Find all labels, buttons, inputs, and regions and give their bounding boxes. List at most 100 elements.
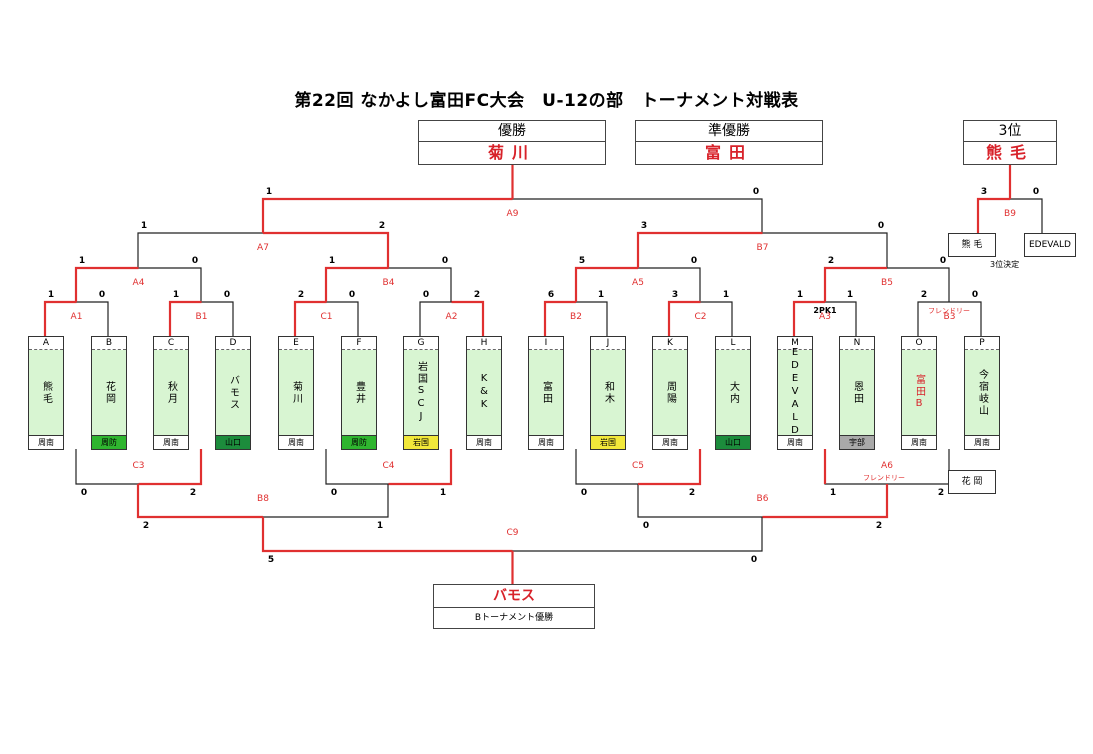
score-right: 1 (847, 290, 853, 300)
team-region: 宇部 (840, 435, 874, 449)
score-left: 1 (797, 290, 803, 300)
team-name-text: 花岡 (103, 380, 115, 405)
team-name: 恩田 (840, 350, 874, 435)
winner-path (976, 197, 1010, 233)
match-label: B4 (383, 278, 395, 288)
score-right: 2 (876, 521, 882, 531)
winner-path (762, 484, 889, 519)
score-right: 0 (349, 290, 355, 300)
runner-up-team: 富田 (704, 143, 753, 162)
team-letter: A (29, 337, 63, 350)
score-right: 0 (753, 187, 759, 197)
score-left: 1 (329, 256, 335, 266)
winner-path (574, 266, 638, 302)
match-label: A7 (257, 243, 269, 253)
score-left: 1 (48, 290, 54, 300)
team-region: 岩国 (404, 435, 438, 449)
score-left: 2 (828, 256, 834, 266)
team-name-text: 周陽 (664, 380, 676, 405)
team-name-text: EDEVALD (789, 347, 801, 438)
score-right: 2 (689, 488, 695, 498)
score-left: 2 (298, 290, 304, 300)
score-right: 1 (377, 521, 383, 531)
team-name-text: 恩田 (851, 380, 863, 405)
team-region: 周南 (653, 435, 687, 449)
team-name: 豊井 (342, 350, 376, 435)
third-place-left-team: 熊 毛 (948, 233, 996, 257)
page-title: 第22回 なかよし富田FC大会 U-12の部 トーナメント対戦表 (294, 91, 799, 111)
score-left: 5 (579, 256, 585, 266)
champion-box: 優勝 菊川 (418, 120, 606, 165)
team-name-text: バモス (227, 374, 239, 411)
team-letter: F (342, 337, 376, 350)
match-label: A3 (819, 312, 831, 322)
team-name: 菊川 (279, 350, 313, 435)
team-region: 山口 (216, 435, 250, 449)
score-right: 2 (379, 221, 385, 231)
winner-path (792, 300, 825, 336)
team-letter: D (216, 337, 250, 350)
team-name: 富田B (902, 350, 936, 435)
winner-path (136, 484, 263, 519)
match-label: B8 (257, 494, 269, 504)
team-letter: E (279, 337, 313, 350)
match-label: A6 (881, 461, 893, 471)
score-right: 1 (723, 290, 729, 300)
team-name: バモス (216, 350, 250, 435)
winner-path (261, 197, 513, 233)
match-label: B3 (944, 312, 956, 322)
team-name-text: 菊川 (290, 380, 302, 405)
team-letter: G (404, 337, 438, 350)
team-name-text: K&K (478, 373, 490, 412)
team-letter: L (716, 337, 750, 350)
score-right: 0 (442, 256, 448, 266)
score-right: 2 (190, 488, 196, 498)
friendly-note: フレンドリー (928, 307, 970, 315)
team-name-text: 和木 (602, 380, 614, 405)
score-left: 0 (581, 488, 587, 498)
winner-path (43, 300, 77, 336)
score-right: 0 (1033, 187, 1039, 197)
champion-team: 菊川 (487, 143, 536, 162)
match-label: A9 (507, 209, 519, 219)
team-name-text: 豊井 (353, 380, 365, 405)
team-name: 今宿岐山 (965, 350, 999, 435)
winner-path (638, 449, 702, 486)
match-label: A2 (446, 312, 458, 322)
team-name-text: 富田B (913, 374, 925, 411)
score-left: 2 (921, 290, 927, 300)
champion-label: 優勝 (419, 121, 605, 142)
team-name: K&K (467, 350, 501, 435)
team-region: 山口 (716, 435, 750, 449)
score-left: 0 (423, 290, 429, 300)
friendly-note: フレンドリー (863, 474, 905, 482)
team-region: 周南 (154, 435, 188, 449)
team-name-text: 熊毛 (40, 380, 52, 405)
b-tournament-winner-team: バモス (434, 585, 594, 608)
team-name: 周陽 (653, 350, 687, 435)
match-label: B1 (196, 312, 208, 322)
score-right: 1 (598, 290, 604, 300)
team-region: 周南 (467, 435, 501, 449)
match-label: A5 (632, 278, 644, 288)
score-left: 1 (830, 488, 836, 498)
winner-path (74, 266, 139, 302)
score-right: 2 (474, 290, 480, 300)
team-name: 富田 (529, 350, 563, 435)
score-right: 0 (878, 221, 884, 231)
match-label: C4 (382, 461, 394, 471)
team-name: 秋月 (154, 350, 188, 435)
score-left: 6 (548, 290, 554, 300)
winner-path (263, 231, 390, 268)
team-name: 熊毛 (29, 350, 63, 435)
match-label: C2 (694, 312, 706, 322)
b-tournament-winner-box: バモス Bトーナメント優勝 (433, 584, 595, 629)
match-label: C9 (506, 528, 518, 538)
